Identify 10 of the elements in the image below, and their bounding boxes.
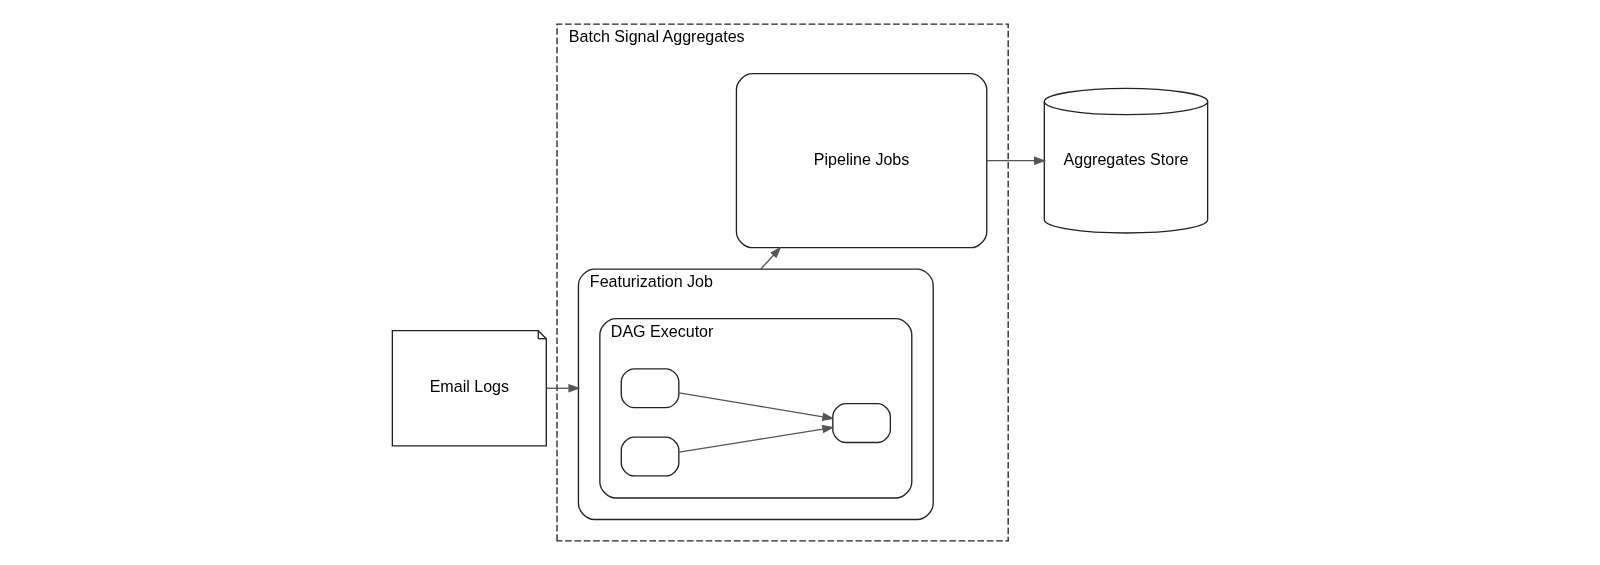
arrow <box>678 392 835 421</box>
node-box <box>620 436 680 477</box>
arrow <box>678 424 835 453</box>
cluster: DAG Executor <box>599 317 913 499</box>
node-box: Pipeline Jobs <box>735 73 988 249</box>
arrow <box>986 156 1047 165</box>
arrow <box>760 246 782 270</box>
node-box <box>832 403 892 444</box>
arrow <box>546 384 581 393</box>
node-box <box>620 368 680 409</box>
